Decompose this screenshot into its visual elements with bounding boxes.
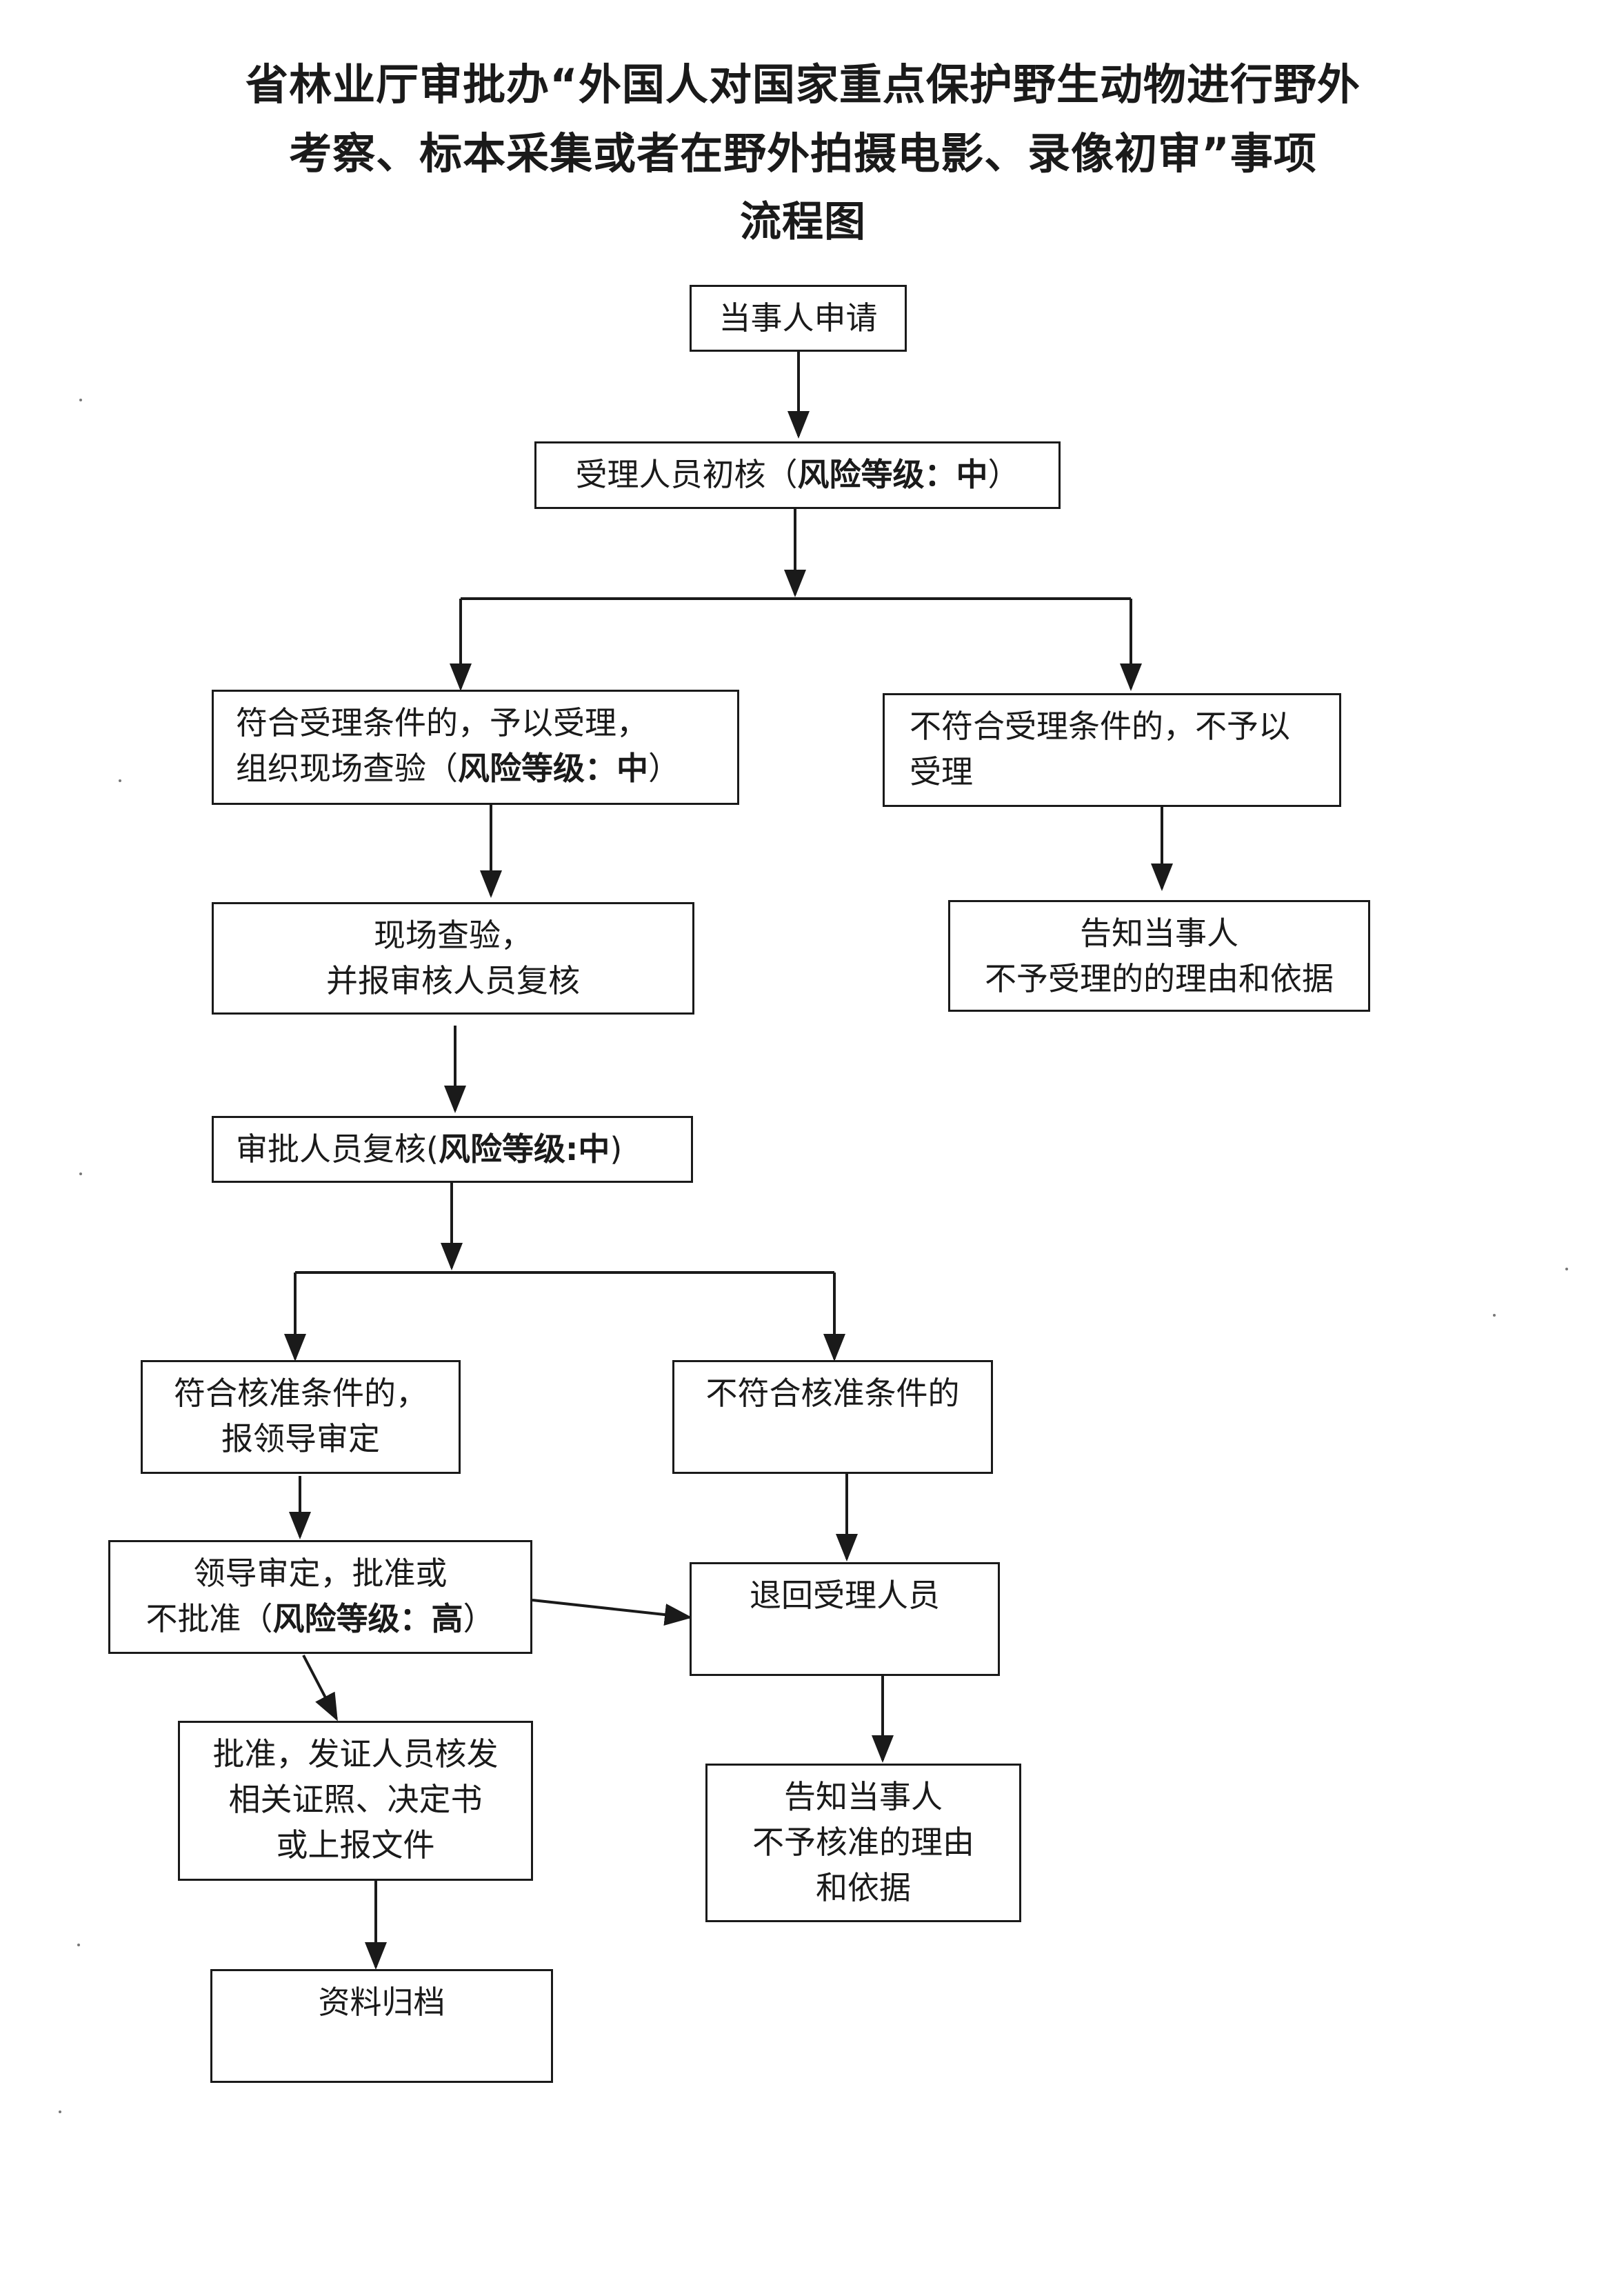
- node-recheck-text: 审批人员复核(风险等级:中): [236, 1126, 677, 1172]
- node-notify-not-approve-line-1: 告知当事人: [784, 1778, 943, 1815]
- node-recheck-suffix: ): [610, 1130, 623, 1168]
- node-archive-text: 资料归档: [318, 1984, 445, 2021]
- node-apply: 当事人申请: [690, 285, 907, 352]
- arrow-leader-to-issue: [302, 1655, 338, 1721]
- node-issue-line-1: 批准，发证人员核发: [212, 1735, 499, 1773]
- node-return-text: 退回受理人员: [750, 1577, 940, 1614]
- node-leader-decision: 领导审定，批准或 不批准（风险等级：高）: [108, 1540, 532, 1654]
- node-issue-line-3: 或上报文件: [276, 1826, 435, 1864]
- node-recheck-risk-level: 中: [578, 1130, 610, 1168]
- scan-speck: [77, 1944, 80, 1946]
- node-initial-review: 受理人员初核（风险等级：中）: [534, 441, 1061, 509]
- node-reject-line-2: 受理: [910, 753, 973, 790]
- node-not-approve-condition-text: 不符合核准条件的: [705, 1375, 960, 1412]
- node-notify-not-approve-line-3: 和依据: [816, 1869, 911, 1906]
- node-accept: 符合受理条件的，予以受理， 组织现场查验（风险等级：中）: [212, 690, 739, 805]
- node-site-check-line-2: 并报审核人员复核: [326, 962, 580, 999]
- page-title-line-3: 流程图: [740, 198, 866, 246]
- node-issue-line-2: 相关证照、决定书: [228, 1781, 483, 1818]
- node-initial-review-suffix: ）: [987, 456, 1020, 493]
- node-accept-suffix: ）: [648, 750, 680, 787]
- scan-speck: [59, 2110, 61, 2113]
- node-initial-review-risk-level: 中: [956, 456, 988, 493]
- node-leader-prefix: 不批准（: [145, 1600, 273, 1637]
- node-approve-condition-line-1: 符合核准条件的，: [174, 1375, 428, 1412]
- node-not-approve-condition: 不符合核准条件的: [672, 1360, 993, 1474]
- node-accept-risk-level: 中: [616, 750, 648, 787]
- arrow-leader-to-return: [532, 1599, 692, 1626]
- node-recheck-risk-label: 风险等级:: [438, 1130, 579, 1168]
- page-title-line-2: 考察、标本采集或者在野外拍摄电影、录像初审”事项: [289, 128, 1317, 179]
- node-site-check: 现场查验， 并报审核人员复核: [212, 902, 694, 1015]
- node-notify-reject-line-2: 不予受理的的理由和依据: [985, 960, 1334, 997]
- node-accept-line-1: 符合受理条件的，予以受理，: [236, 704, 648, 741]
- node-leader-risk-level: 高: [431, 1600, 463, 1637]
- node-leader-decision-line-2: 不批准（风险等级：高）: [124, 1596, 516, 1641]
- node-notify-not-approve: 告知当事人 不予核准的理由 和依据: [705, 1764, 1021, 1922]
- node-accept-prefix: 组织现场查验（: [236, 750, 458, 787]
- node-leader-suffix: ）: [463, 1600, 495, 1637]
- node-notify-reject: 告知当事人 不予受理的的理由和依据: [948, 900, 1370, 1012]
- node-recheck: 审批人员复核(风险等级:中): [212, 1116, 693, 1183]
- node-leader-decision-line-1: 领导审定，批准或: [193, 1555, 448, 1592]
- node-site-check-line-1: 现场查验，: [374, 917, 532, 954]
- node-initial-review-prefix: 受理人员初核（: [575, 456, 798, 493]
- scan-speck: [119, 779, 121, 782]
- node-approve-condition-line-2: 报领导审定: [221, 1420, 380, 1457]
- node-leader-risk-label: 风险等级：: [272, 1600, 432, 1637]
- node-accept-line-2: 组织现场查验（风险等级：中）: [236, 746, 723, 791]
- node-archive: 资料归档: [210, 1969, 553, 2083]
- scan-speck: [79, 399, 82, 401]
- node-apply-text: 当事人申请: [719, 299, 878, 337]
- scan-speck: [79, 1172, 82, 1175]
- node-initial-review-risk-label: 风险等级：: [797, 456, 956, 493]
- page-title-line-1: 省林业厅审批办“外国人对国家重点保护野生动物进行野外: [245, 59, 1361, 110]
- node-reject-line-1: 不符合受理条件的，不予以: [910, 708, 1290, 745]
- node-notify-reject-line-1: 告知当事人: [1080, 915, 1238, 952]
- node-issue: 批准，发证人员核发 相关证照、决定书 或上报文件: [178, 1721, 533, 1881]
- node-approve-condition: 符合核准条件的， 报领导审定: [141, 1360, 461, 1474]
- node-accept-risk-label: 风险等级：: [458, 750, 616, 787]
- node-notify-not-approve-line-2: 不予核准的理由: [752, 1824, 974, 1861]
- scan-speck: [1565, 1268, 1568, 1270]
- scan-speck: [1493, 1314, 1496, 1317]
- node-reject: 不符合受理条件的，不予以 受理: [883, 693, 1341, 807]
- node-return: 退回受理人员: [690, 1562, 1000, 1676]
- node-initial-review-text: 受理人员初核（风险等级：中）: [550, 452, 1045, 497]
- node-recheck-prefix: 审批人员复核(: [236, 1130, 439, 1168]
